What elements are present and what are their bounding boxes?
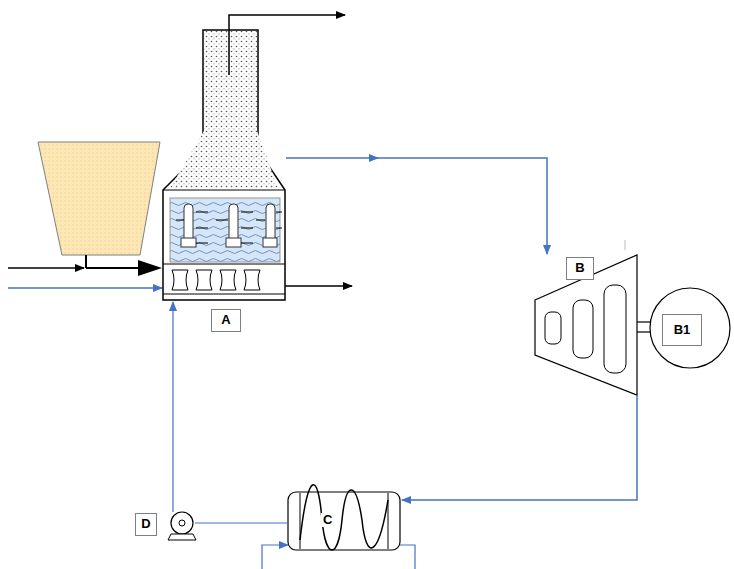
illustration-part xyxy=(8,267,84,269)
illustration-part xyxy=(300,493,301,549)
illustration-part xyxy=(241,212,253,213)
illustration-part xyxy=(86,267,140,269)
illustration-part xyxy=(38,142,160,255)
illustration-part xyxy=(170,131,278,188)
illustration-part xyxy=(181,238,196,247)
illustration-part xyxy=(650,288,730,368)
illustration-part xyxy=(196,243,208,244)
illustration-part xyxy=(216,220,228,221)
callout-letter: B1 xyxy=(674,323,691,337)
callout-letter: C xyxy=(321,513,334,527)
illustration-part xyxy=(545,312,561,344)
illustration-part xyxy=(625,240,626,250)
illustration-part xyxy=(300,485,388,550)
callout-letter: B xyxy=(575,261,584,275)
illustration-part xyxy=(263,238,277,247)
illustration-part xyxy=(196,212,208,213)
illustration-part xyxy=(163,190,285,191)
illustration-part xyxy=(220,270,236,290)
illustration-part xyxy=(226,238,241,247)
illustration-part xyxy=(535,255,637,395)
illustration-part xyxy=(241,243,253,244)
illustration-part xyxy=(286,157,378,159)
illustration-part xyxy=(276,212,282,213)
illustration-part xyxy=(179,520,185,526)
illustration-part xyxy=(262,545,288,569)
illustration-part xyxy=(163,264,285,265)
illustration-part xyxy=(196,228,208,229)
illustration-part xyxy=(172,270,188,290)
label-box: D xyxy=(135,513,157,536)
illustration-part xyxy=(8,287,162,289)
illustration-part xyxy=(171,512,193,534)
illustration-part xyxy=(229,15,345,75)
illustration-part xyxy=(204,31,257,131)
illustration-part xyxy=(241,228,253,229)
illustration-part xyxy=(138,260,162,276)
illustration-part xyxy=(573,300,593,358)
illustration-part xyxy=(85,255,87,268)
label-box: B1 xyxy=(662,314,702,346)
illustration-part xyxy=(176,220,184,221)
illustration-part xyxy=(172,302,173,512)
illustration-part xyxy=(400,545,415,569)
illustration-part xyxy=(170,198,280,262)
illustration-part xyxy=(244,270,260,290)
illustration-part xyxy=(256,220,265,221)
label-box: B xyxy=(566,257,594,280)
illustration-part xyxy=(276,228,282,229)
callout-letter: A xyxy=(221,313,230,327)
illustration-part xyxy=(402,395,637,500)
illustration-part xyxy=(378,158,547,254)
illustration-part xyxy=(163,294,285,295)
illustration-part xyxy=(172,270,260,290)
illustration-part xyxy=(285,285,352,287)
illustration-part xyxy=(168,534,196,540)
illustration-part xyxy=(181,204,277,247)
illustration-part xyxy=(195,522,288,523)
illustration-part xyxy=(163,30,285,300)
illustration-part xyxy=(196,270,212,290)
illustration-part xyxy=(637,321,652,322)
callout-letter: D xyxy=(141,517,150,531)
label-box: A xyxy=(211,309,241,332)
illustration-part xyxy=(604,285,626,373)
illustration-part xyxy=(176,212,282,243)
